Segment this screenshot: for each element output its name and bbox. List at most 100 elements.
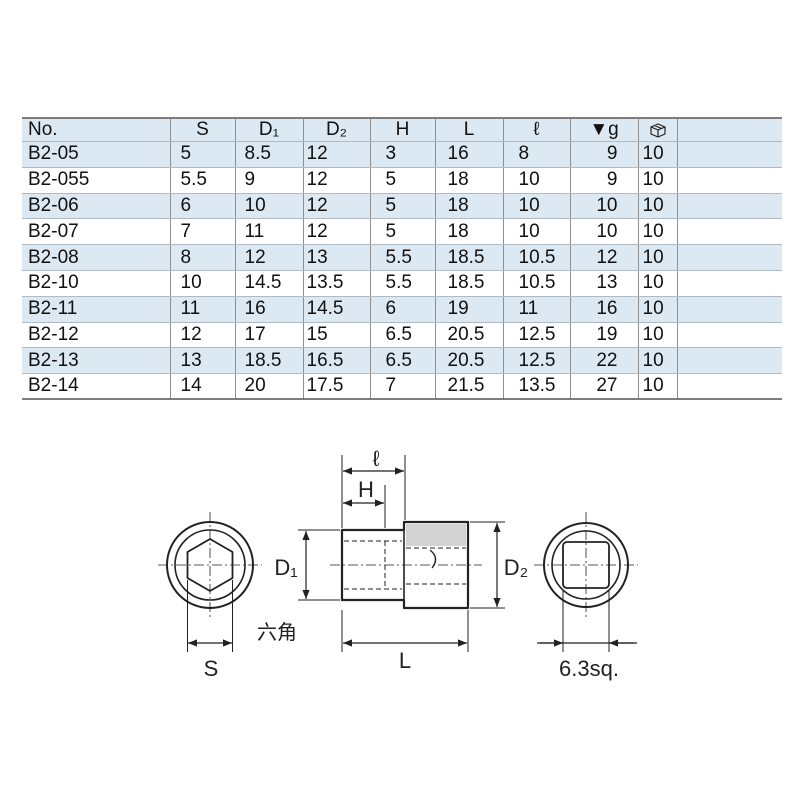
cell-d1: 10 — [235, 193, 304, 220]
table-filler-cell — [677, 244, 782, 271]
cell-qty: 10 — [638, 373, 678, 400]
cell-l: 18.5 — [435, 244, 504, 271]
table-filler-cell — [677, 322, 782, 349]
cell-qty: 10 — [638, 322, 678, 349]
cell-h: 5.5 — [370, 244, 436, 271]
cell-qty: 10 — [638, 270, 678, 297]
cell-qty: 10 — [638, 296, 678, 323]
outer-circle — [543, 522, 629, 608]
header-s: S — [170, 118, 236, 142]
cell-d2: 13 — [303, 244, 371, 271]
cell-weight: 9 — [570, 167, 639, 194]
cell-s: 6 — [170, 193, 236, 220]
box-icon — [649, 123, 666, 138]
cell-h: 5 — [370, 167, 436, 194]
cell-s: 13 — [170, 347, 236, 375]
header-model-no: No. — [22, 118, 171, 142]
header-h: H — [370, 118, 436, 142]
cell-s: 5 — [170, 141, 236, 168]
outer-circle — [166, 521, 254, 609]
header-ell: ℓ — [503, 118, 571, 142]
cell-model-no: B2-08 — [22, 244, 171, 271]
cell-model-no: B2-10 — [22, 270, 171, 297]
table-filler-cell — [677, 141, 782, 168]
cell-model-no: B2-14 — [22, 373, 171, 400]
cell-h: 5.5 — [370, 270, 436, 297]
cell-s: 5.5 — [170, 167, 236, 194]
cell-s: 7 — [170, 218, 236, 246]
cell-ell: 8 — [503, 141, 571, 168]
cell-model-no: B2-11 — [22, 296, 171, 323]
cell-d2: 12 — [303, 218, 371, 246]
cell-ell: 13.5 — [503, 373, 571, 400]
cell-d1: 16 — [235, 296, 304, 323]
cell-h: 7 — [370, 373, 436, 400]
header-d2: D₂ — [303, 118, 371, 142]
inner-circle — [551, 530, 621, 600]
cell-l: 20.5 — [435, 347, 504, 375]
header-weight: ▼g — [570, 118, 639, 142]
cell-model-no: B2-06 — [22, 193, 171, 220]
cell-d2: 13.5 — [303, 270, 371, 297]
label-ell: ℓ — [372, 446, 380, 471]
table-filler-cell — [677, 296, 782, 323]
label-d2: D₂ — [504, 555, 528, 580]
header-l: L — [435, 118, 504, 142]
cell-h: 5 — [370, 218, 436, 246]
cell-ell: 10 — [503, 218, 571, 246]
cell-l: 18 — [435, 193, 504, 220]
cell-d2: 16.5 — [303, 347, 371, 375]
label-l: L — [399, 648, 411, 673]
cell-qty: 10 — [638, 347, 678, 375]
cell-s: 10 — [170, 270, 236, 297]
cell-weight: 13 — [570, 270, 639, 297]
cell-weight: 16 — [570, 296, 639, 323]
ball-detent — [429, 549, 437, 569]
cell-qty: 10 — [638, 167, 678, 194]
cell-h: 6 — [370, 296, 436, 323]
table-filler-cell — [677, 270, 782, 297]
cell-ell: 10 — [503, 193, 571, 220]
cell-l: 21.5 — [435, 373, 504, 400]
socket-side-view — [298, 455, 505, 652]
label-hex: 六角 — [257, 621, 297, 644]
cell-s: 11 — [170, 296, 236, 323]
cell-qty: 10 — [638, 244, 678, 271]
inner-circle — [174, 529, 246, 601]
label-d1: D₁ — [274, 555, 297, 580]
cell-qty: 10 — [638, 141, 678, 168]
cell-d2: 14.5 — [303, 296, 371, 323]
cell-weight: 27 — [570, 373, 639, 400]
cell-model-no: B2-07 — [22, 218, 171, 246]
cell-s: 14 — [170, 373, 236, 400]
cell-l: 18 — [435, 218, 504, 246]
table-header: No. S D₁ D₂ H L ℓ ▼g — [22, 118, 782, 142]
table-filler-cell — [677, 167, 782, 194]
cell-weight: 19 — [570, 322, 639, 349]
cell-l: 16 — [435, 141, 504, 168]
cell-model-no: B2-13 — [22, 347, 171, 375]
table-filler-cell — [677, 218, 782, 246]
cell-qty: 10 — [638, 193, 678, 220]
cell-d2: 12 — [303, 141, 371, 168]
cell-qty: 10 — [638, 218, 678, 246]
cell-d1: 17 — [235, 322, 304, 349]
cell-d1: 11 — [235, 218, 304, 246]
cell-d1: 12 — [235, 244, 304, 271]
cell-d1: 14.5 — [235, 270, 304, 297]
cell-d2: 15 — [303, 322, 371, 349]
cell-weight: 12 — [570, 244, 639, 271]
cell-ell: 11 — [503, 296, 571, 323]
cell-d1: 18.5 — [235, 347, 304, 375]
